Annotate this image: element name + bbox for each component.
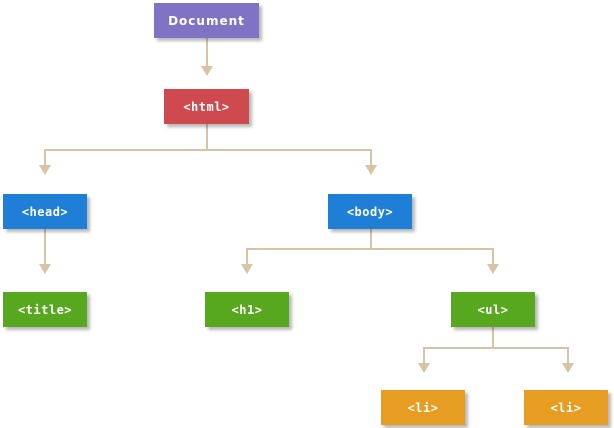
connector-to-ul [492,248,494,264]
node-document: Document [154,3,259,38]
connector-document-html [206,38,208,66]
connector-ul-down [492,327,494,348]
connector-head-title [44,229,46,264]
arrow-to-body [365,165,377,175]
arrow-to-html [201,66,213,76]
connector-to-head [44,149,46,165]
connector-body-down [370,229,372,249]
node-li-2: <li> [524,390,608,425]
connector-to-li-1 [423,347,425,363]
arrow-to-li-1 [418,363,430,373]
node-html: <html> [164,89,249,124]
connector-to-h1 [246,248,248,264]
arrow-to-title [39,264,51,274]
arrow-to-li-2 [562,363,574,373]
node-h1: <h1> [205,292,289,327]
connector-html-down [206,124,208,150]
connector-to-li-2 [567,347,569,363]
connector-ul-horizontal [423,347,569,349]
node-body: <body> [328,194,412,229]
connector-body-horizontal [246,248,494,250]
connector-to-body [370,149,372,165]
arrow-to-ul [487,264,499,274]
node-li-1: <li> [381,390,465,425]
node-ul: <ul> [451,292,535,327]
node-title: <title> [3,292,87,327]
arrow-to-h1 [241,264,253,274]
arrow-to-head [39,165,51,175]
node-head: <head> [3,194,87,229]
connector-html-horizontal [44,149,372,151]
